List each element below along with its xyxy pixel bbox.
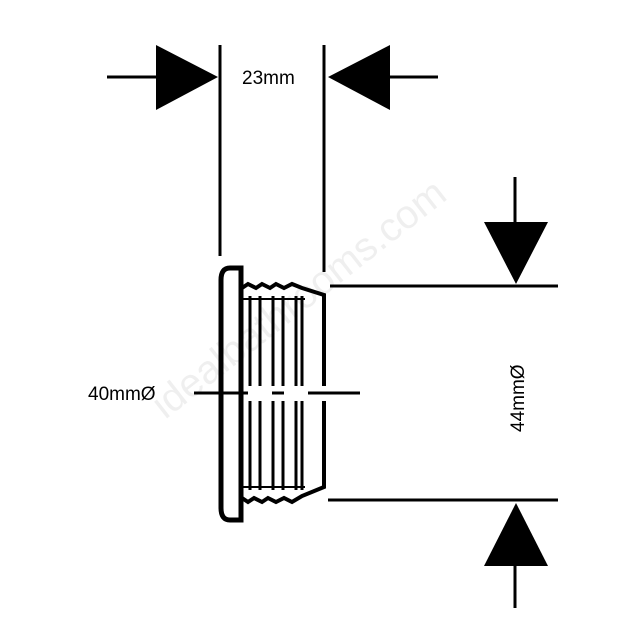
pipe-connector — [218, 265, 326, 523]
arrow-up-icon — [484, 503, 548, 566]
outer-diameter-dimension — [328, 177, 558, 608]
length-label: 23mm — [242, 68, 295, 89]
flange — [218, 265, 244, 523]
arrow-left-icon — [328, 45, 390, 110]
arrow-down-icon — [484, 222, 548, 284]
inner-diameter-label: 40mmØ — [88, 384, 156, 405]
outer-diameter-label: 44mmØ — [508, 364, 529, 432]
ribs — [243, 296, 305, 490]
length-dimension — [107, 45, 438, 272]
arrow-right-icon — [156, 45, 218, 110]
